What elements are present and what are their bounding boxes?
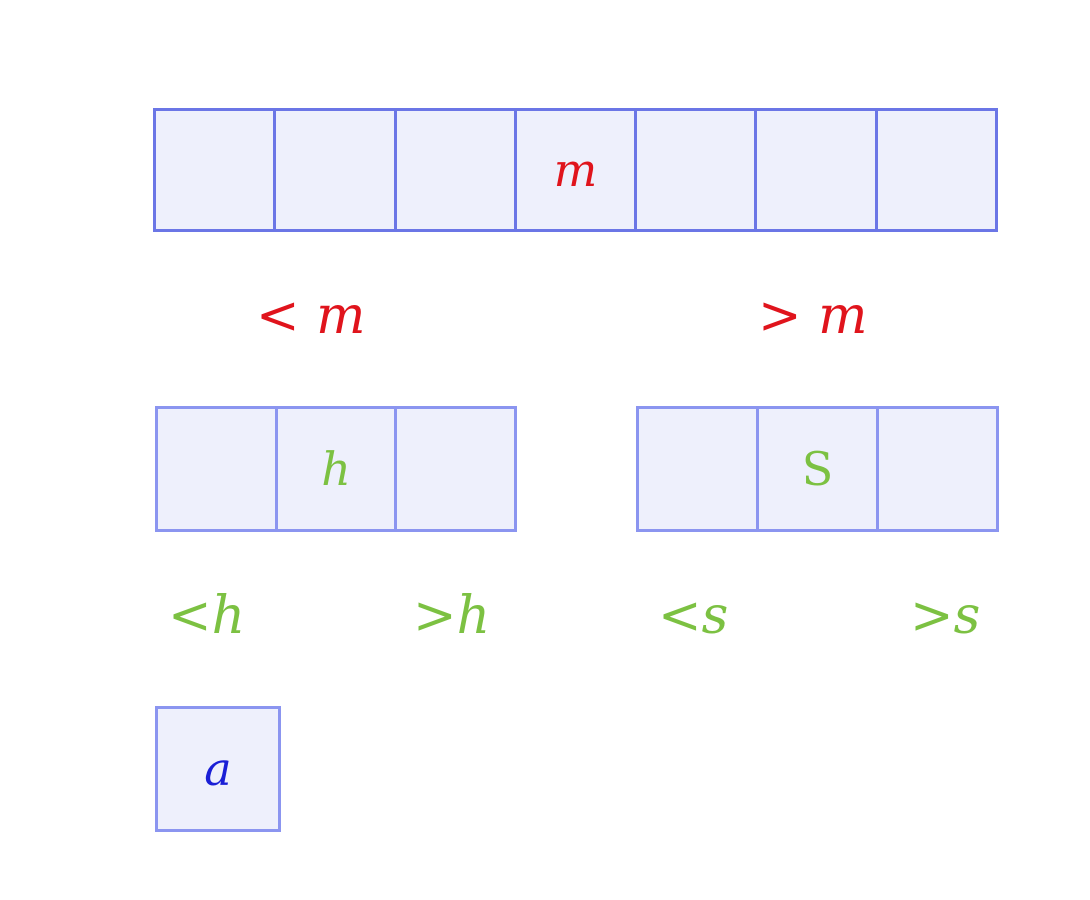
greater-than-s-label: >s — [910, 586, 981, 646]
right-array-cell-pivot-s: S — [759, 409, 879, 529]
top-array-cell — [397, 111, 517, 229]
greater-than-h-label: >h — [413, 586, 491, 646]
top-array-cell — [637, 111, 758, 229]
top-array-cell — [156, 111, 277, 229]
left-array-cell — [158, 409, 278, 529]
left-array-cell — [397, 409, 514, 529]
right-sub-array: S — [636, 406, 999, 532]
left-sub-array: h — [155, 406, 517, 532]
top-array: m — [153, 108, 998, 232]
less-than-s-label: <s — [658, 586, 729, 646]
top-array-cell — [757, 111, 878, 229]
top-array-cell — [276, 111, 397, 229]
top-array-cell — [878, 111, 995, 229]
right-array-cell — [879, 409, 996, 529]
less-than-h-label: <h — [168, 586, 246, 646]
greater-than-m-label: > m — [758, 286, 868, 346]
less-than-m-label: < m — [256, 286, 366, 346]
top-array-cell-pivot-m: m — [517, 111, 638, 229]
left-array-cell-pivot-h: h — [278, 409, 398, 529]
single-array-cell-a: a — [204, 742, 232, 796]
right-array-cell — [639, 409, 759, 529]
single-cell-array: a — [155, 706, 281, 832]
